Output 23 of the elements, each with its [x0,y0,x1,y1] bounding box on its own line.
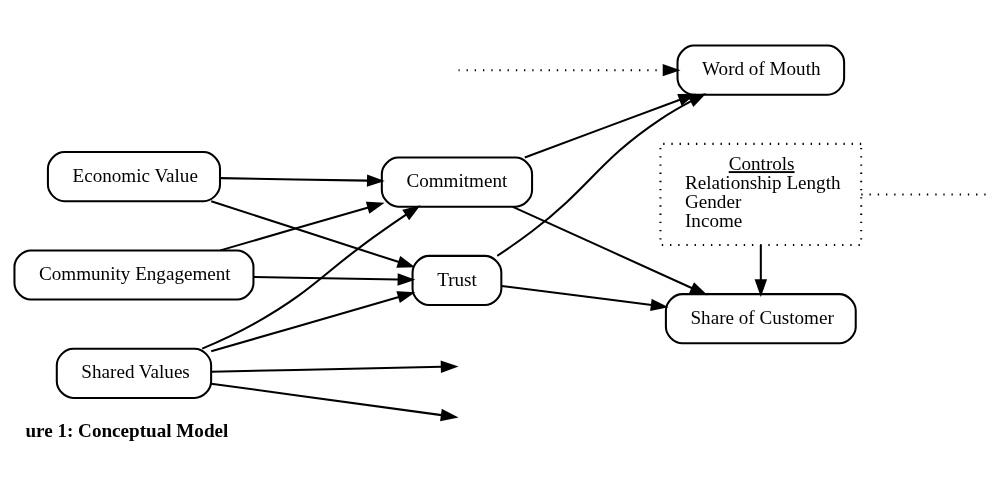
node-box: Commitment [380,156,533,208]
arrow [219,173,385,187]
connector [860,192,989,195]
node-box: Economic Value [46,150,221,202]
arrow [496,92,706,257]
arrow [210,199,415,268]
arrow [210,290,415,352]
node-box: Word of Mouth [676,44,845,96]
arrow [201,204,420,350]
node-box: Shared Values [55,347,212,399]
arrow [523,93,696,158]
node-box: Community Engagement [12,248,254,301]
caption: ure 1: Conceptual Model [24,419,228,441]
arrow [253,272,415,286]
arrow [754,244,767,297]
node-box: Share of Customer [664,292,857,344]
node-box: Controls Relationship Length Gender Income [658,142,862,246]
arrow [219,201,385,251]
arrow [458,63,680,76]
arrow [511,205,708,295]
arrow [500,284,669,311]
node-box: Trust [411,254,502,306]
arrow [210,382,459,421]
